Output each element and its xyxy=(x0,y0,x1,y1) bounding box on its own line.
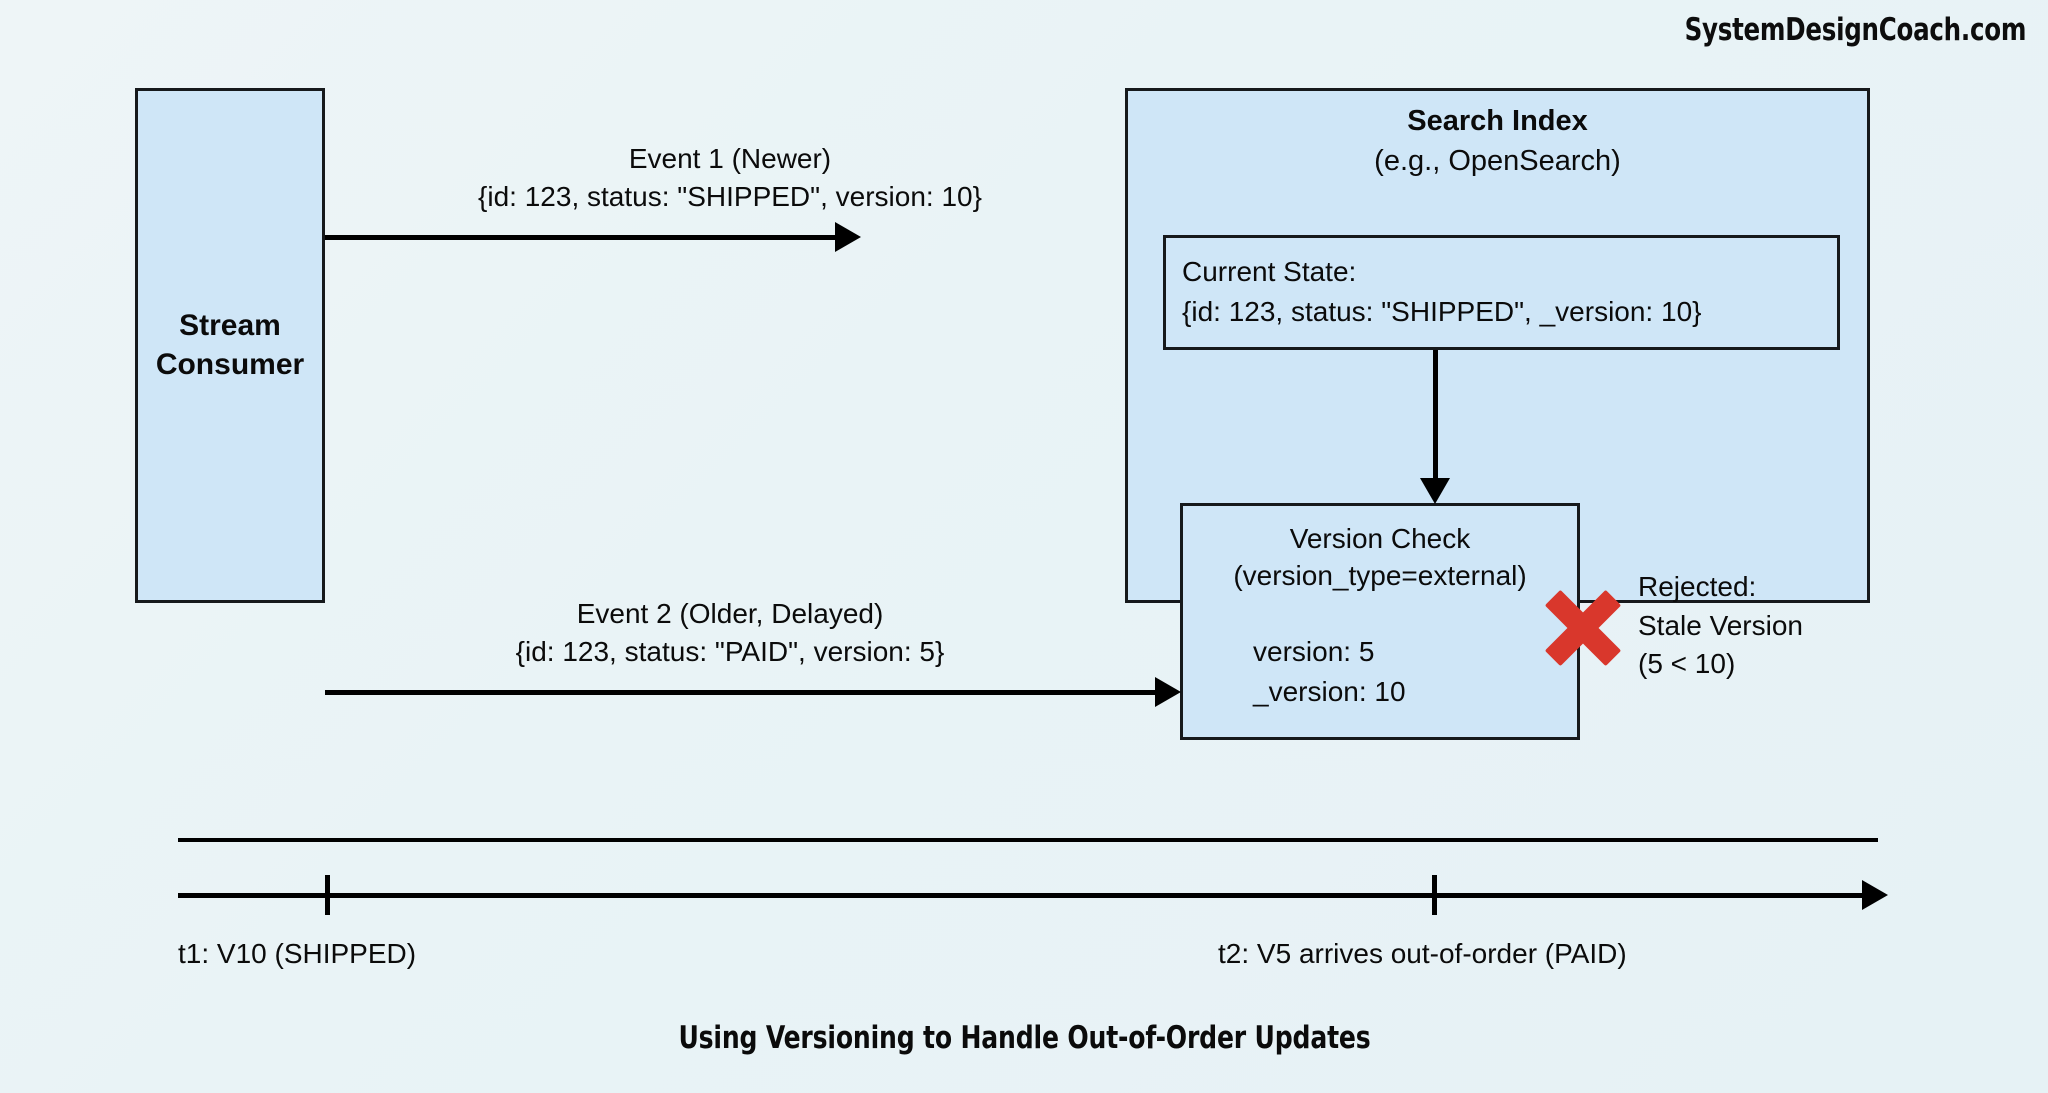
edge-event2-label-line1: Event 2 (Older, Delayed) xyxy=(576,598,884,629)
edge-event2-arrowhead-icon xyxy=(1155,677,1181,707)
diagram-caption-text: Using Versioning to Handle Out-of-Order … xyxy=(677,1020,1371,1056)
stream-consumer-label-line1: Stream xyxy=(179,309,281,343)
timeline-axis xyxy=(178,893,1868,898)
timeline-arrowhead-icon xyxy=(1862,880,1888,910)
node-current-state: Current State: {id: 123, status: "SHIPPE… xyxy=(1163,235,1840,350)
timeline-tick-t1 xyxy=(325,875,330,915)
stream-consumer-label-line2: Consumer xyxy=(155,347,305,381)
current-state-payload: {id: 123, status: "SHIPPED", _version: 1… xyxy=(1182,295,1702,327)
section-divider xyxy=(178,838,1878,842)
node-stream-consumer: Stream Consumer xyxy=(135,88,325,603)
reject-annotation-line2: Stale Version xyxy=(1638,609,1803,641)
version-check-stored-version: _version: 10 xyxy=(1253,675,1406,707)
version-check-incoming-version: version: 5 xyxy=(1253,636,1375,667)
timeline-tick-t2 xyxy=(1432,875,1437,915)
node-version-check xyxy=(1180,503,1580,740)
edge-event1-label-line2: {id: 123, status: "SHIPPED", version: 10… xyxy=(478,180,982,212)
timeline-label-t1: t1: V10 (SHIPPED) xyxy=(178,938,417,969)
diagram-caption: Using Versioning to Handle Out-of-Order … xyxy=(0,1020,2048,1056)
edge-event1-label: Event 1 (Newer) {id: 123, status: "SHIPP… xyxy=(380,140,1080,215)
edge-event2-label-line2: {id: 123, status: "PAID", version: 5} xyxy=(515,635,945,667)
edge-event2-label: Event 2 (Older, Delayed) {id: 123, statu… xyxy=(380,595,1080,670)
edge-state-to-check-arrowhead-icon xyxy=(1420,478,1450,504)
edge-event1-arrowhead-icon xyxy=(835,222,861,252)
reject-cross-icon xyxy=(1540,585,1626,671)
edge-event1-label-line1: Event 1 (Newer) xyxy=(628,143,832,174)
current-state-heading: Current State: xyxy=(1182,256,1357,287)
version-check-subtitle: (version_type=external) xyxy=(1233,560,1527,592)
version-check-title-block: Version Check (version_type=external) xyxy=(1180,520,1580,594)
edge-event1-line xyxy=(325,235,837,240)
version-check-title: Version Check xyxy=(1289,523,1471,554)
timeline-label-t2: t2: V5 arrives out-of-order (PAID) xyxy=(1218,938,1627,969)
watermark-brand: SystemDesignCoach.com xyxy=(1684,12,2026,48)
reject-annotation: Rejected: Stale Version (5 < 10) xyxy=(1638,568,1803,684)
edge-state-to-check-line xyxy=(1433,350,1438,482)
search-index-title: Search Index xyxy=(1407,105,1588,137)
search-index-subtitle: (e.g., OpenSearch) xyxy=(1374,145,1621,177)
reject-annotation-line3: (5 < 10) xyxy=(1638,648,1736,680)
stream-consumer-label: Stream Consumer xyxy=(156,307,304,384)
reject-annotation-line1: Rejected: xyxy=(1638,571,1757,602)
edge-event2-line xyxy=(325,690,1157,695)
version-check-values: version: 5 _version: 10 xyxy=(1253,632,1406,712)
